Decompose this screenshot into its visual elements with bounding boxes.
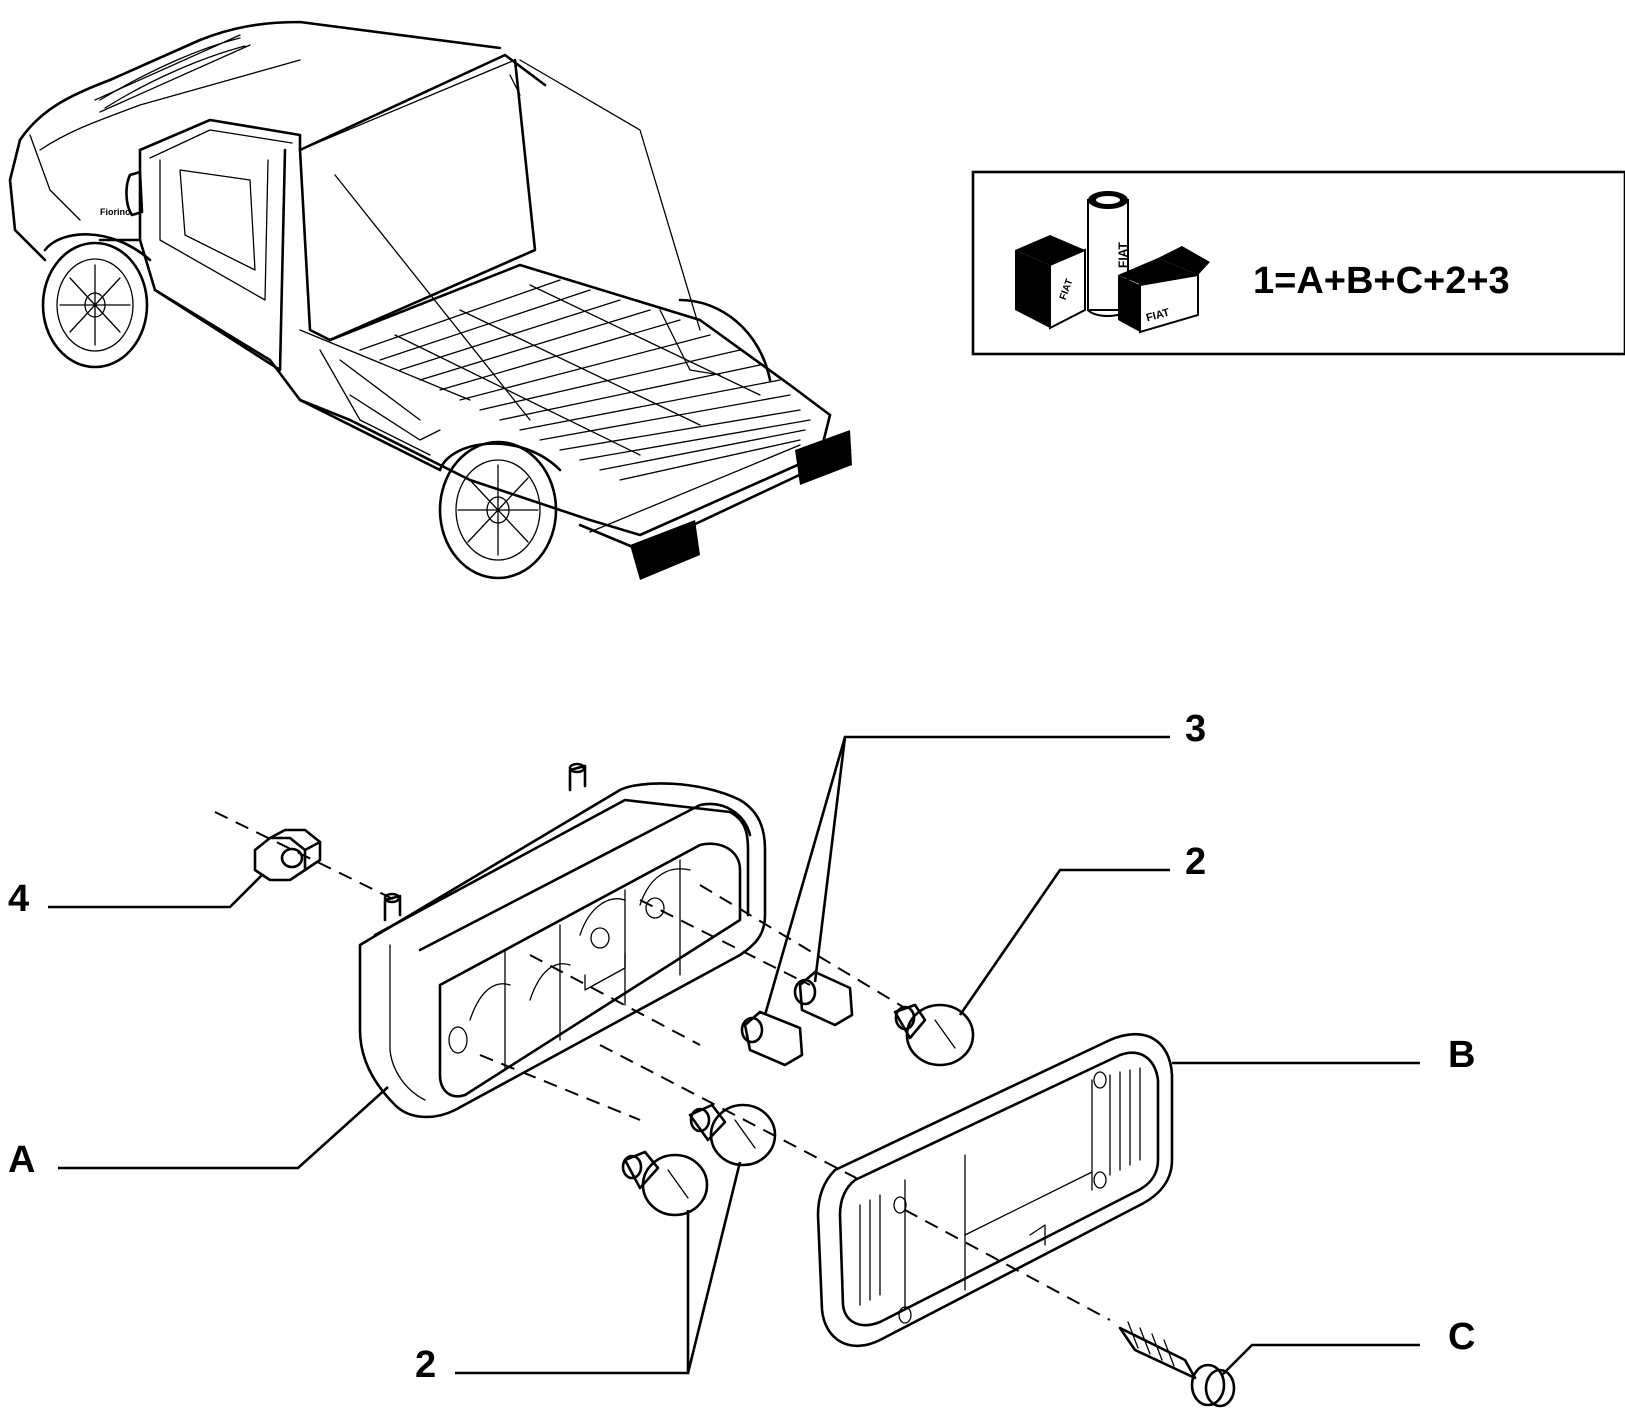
bulb-2-upper: [893, 1003, 975, 1067]
bulb-3-b: [793, 970, 854, 1027]
callout-3: 3: [1185, 708, 1206, 750]
bulb-2-lower-a: [688, 1103, 777, 1167]
callout-B: B: [1448, 1034, 1475, 1076]
screw-part: [1118, 1321, 1236, 1408]
callout-C: C: [1448, 1316, 1475, 1358]
nut-part: [253, 828, 322, 882]
kit-icon: FIAT FIAT FIAT: [1015, 191, 1210, 334]
kit-brand-text-2: FIAT: [1116, 242, 1130, 268]
callout-2-lower: 2: [415, 1344, 436, 1386]
kit-formula: 1=A+B+C+2+3: [1253, 260, 1510, 302]
callout-4: 4: [8, 878, 29, 920]
lamp-housing-part: [358, 762, 767, 1119]
callout-A: A: [8, 1139, 35, 1181]
bulb-3-a: [740, 1010, 804, 1067]
kit-brand-text-3: FIAT: [1145, 307, 1171, 325]
callout-leaders: [48, 735, 1420, 1376]
lamp-lens-part: [816, 1032, 1174, 1348]
vehicle-badge: Fiorino: [100, 207, 131, 217]
explode-lines: [214, 811, 1111, 1321]
vehicle-illustration: Fiorino: [8, 20, 852, 580]
callout-2-upper: 2: [1185, 841, 1206, 883]
kit-box: FIAT FIAT FIAT 1=A+B+C+2+3: [971, 170, 1625, 356]
bulb-2-lower-b: [621, 1150, 709, 1217]
